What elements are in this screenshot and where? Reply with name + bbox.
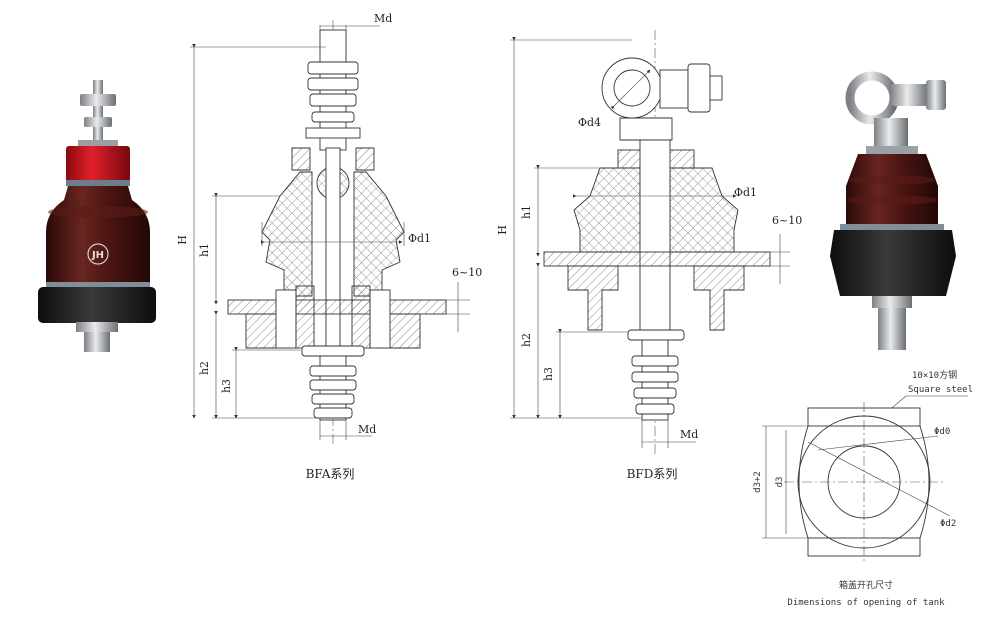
bfa-md-top-label: Md [374, 12, 392, 25]
bfd-d1-label: Φd1 [734, 186, 757, 199]
bfa-tank-cover [227, 299, 447, 315]
bfa-h3-label: h3 [220, 379, 233, 393]
bfd-flange-right [693, 265, 745, 331]
black-base [38, 287, 156, 323]
square-steel-en: Square steel [908, 385, 973, 395]
bfa-porcelain-left [261, 171, 313, 297]
bfa-h-label: H [176, 235, 189, 245]
bfd-bottom-stud [627, 329, 685, 421]
cap-washer [78, 140, 118, 147]
bfa-top-stud [305, 29, 361, 151]
logo-text: JH [91, 250, 104, 261]
bfd-h-label: H [496, 225, 509, 235]
red-cap [66, 146, 130, 182]
bfa-porcelain-right [353, 171, 405, 297]
bfd-tank-cover [543, 251, 771, 267]
bottom-nut [76, 322, 118, 332]
top-nut [80, 94, 116, 106]
bfd-porcelain-left [573, 167, 641, 253]
tank-opening-detail: 10×10方钢 Square steel Φd0 Φd2 d3+2 d3 箱盖开… [753, 369, 973, 608]
bottom-nut [872, 296, 912, 308]
top-stud [93, 80, 103, 142]
bfa-product-photo: JH [38, 80, 156, 352]
bfd-center-rod [639, 139, 671, 341]
bfa-cap-section [291, 147, 375, 171]
clamp-nut [926, 80, 946, 110]
d3-plus-2-label: d3+2 [753, 471, 763, 493]
bfd-caption: BFD系列 [627, 467, 678, 481]
clamp-bolt [890, 84, 928, 106]
tank-opening-title-cn: 箱盖开孔尺寸 [839, 579, 893, 591]
square-steel-cn: 10×10方钢 [912, 369, 957, 381]
bfd-flange-left [567, 265, 619, 331]
bfa-caption: BFA系列 [306, 467, 355, 481]
bfa-h2-label: h2 [198, 361, 211, 375]
bfd-porcelain-right [669, 167, 739, 253]
bfd-product-photo [830, 71, 956, 350]
porcelain-body [846, 154, 938, 226]
bfa-d1-label: Φd1 [408, 232, 431, 245]
bfd-d4-label: Φd4 [578, 116, 601, 129]
tank-opening-title-en: Dimensions of opening of tank [787, 598, 945, 608]
bfa-range-label: 6~10 [452, 266, 482, 279]
clamp-ring [845, 71, 899, 125]
bfa-h1-label: h1 [198, 243, 211, 257]
bottom-stud [878, 308, 906, 350]
bfa-bottom-stud [301, 345, 365, 421]
bfd-clamp-head [601, 57, 723, 141]
porcelain-body [46, 186, 150, 284]
bfd-h3-label: h3 [542, 367, 555, 381]
bottom-stud [84, 332, 110, 352]
d3-label: d3 [775, 477, 785, 488]
bfd-h1-label: h1 [520, 205, 533, 219]
bfd-md-label: Md [680, 428, 698, 441]
bfa-drawing: Md H h1 h2 h3 Φd1 6~10 Md BFA系列 [176, 12, 482, 481]
gasket [66, 180, 130, 186]
washer [84, 117, 112, 127]
bfa-center-rod [325, 147, 341, 349]
d0-label: Φd0 [934, 427, 950, 437]
black-base [830, 230, 956, 296]
bfa-md-bottom-label: Md [358, 423, 376, 436]
d2-label: Φd2 [940, 519, 956, 529]
bottom-gasket [46, 282, 150, 288]
logo-mark [87, 243, 109, 265]
bfd-range-label: 6~10 [772, 214, 802, 227]
bfd-drawing: Φd4 H h1 h2 h3 Φd1 6~10 [496, 30, 802, 481]
bfd-h2-label: h2 [520, 333, 533, 347]
clamp-neck [874, 118, 908, 148]
